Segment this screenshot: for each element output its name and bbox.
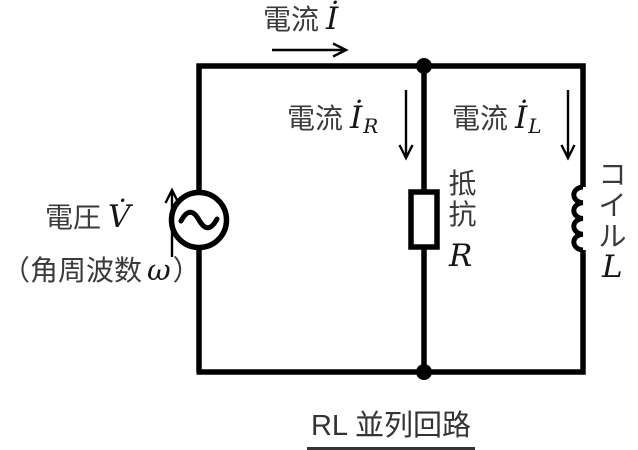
current-total-text: 電流 — [263, 4, 320, 35]
inductor-symbol: L — [602, 249, 623, 285]
current-r-symbol: İR — [350, 100, 379, 138]
caption-text: RL 並列回路 — [306, 402, 476, 450]
resistor-symbol: R — [449, 238, 473, 274]
voltage-arrow — [164, 187, 180, 257]
resistor-label: 抵抗 — [448, 168, 477, 230]
junction-dot-top — [416, 58, 432, 74]
voltage-symbol: V̇ — [108, 199, 131, 235]
wire-top-right — [196, 63, 586, 187]
current-total-arrow — [272, 42, 349, 58]
resistor-icon — [408, 189, 440, 250]
current-r-text: 電流 — [287, 103, 344, 134]
sine-wave-icon — [178, 209, 220, 231]
wire-bottom-right — [196, 250, 586, 375]
inductor-icon — [571, 184, 584, 253]
current-l-symbol: İL — [515, 100, 542, 138]
current-r-subscript: R — [363, 114, 379, 138]
current-l-text: 電流 — [452, 103, 509, 134]
current-total-symbol: İ — [326, 1, 339, 37]
current-l-subscript: L — [528, 114, 542, 138]
omega-symbol: ω — [147, 253, 171, 287]
inductor-label: コイル — [598, 159, 627, 252]
junction-dot-bottom — [416, 364, 432, 380]
voltage-text: 電圧 — [45, 202, 102, 233]
diagram-caption: RL 並列回路 — [270, 402, 512, 450]
angular-frequency-close: ） — [172, 255, 201, 286]
angular-frequency-open: （角周波数 — [2, 255, 143, 286]
current-l-arrow — [560, 90, 576, 161]
current-r-arrow — [398, 90, 414, 161]
